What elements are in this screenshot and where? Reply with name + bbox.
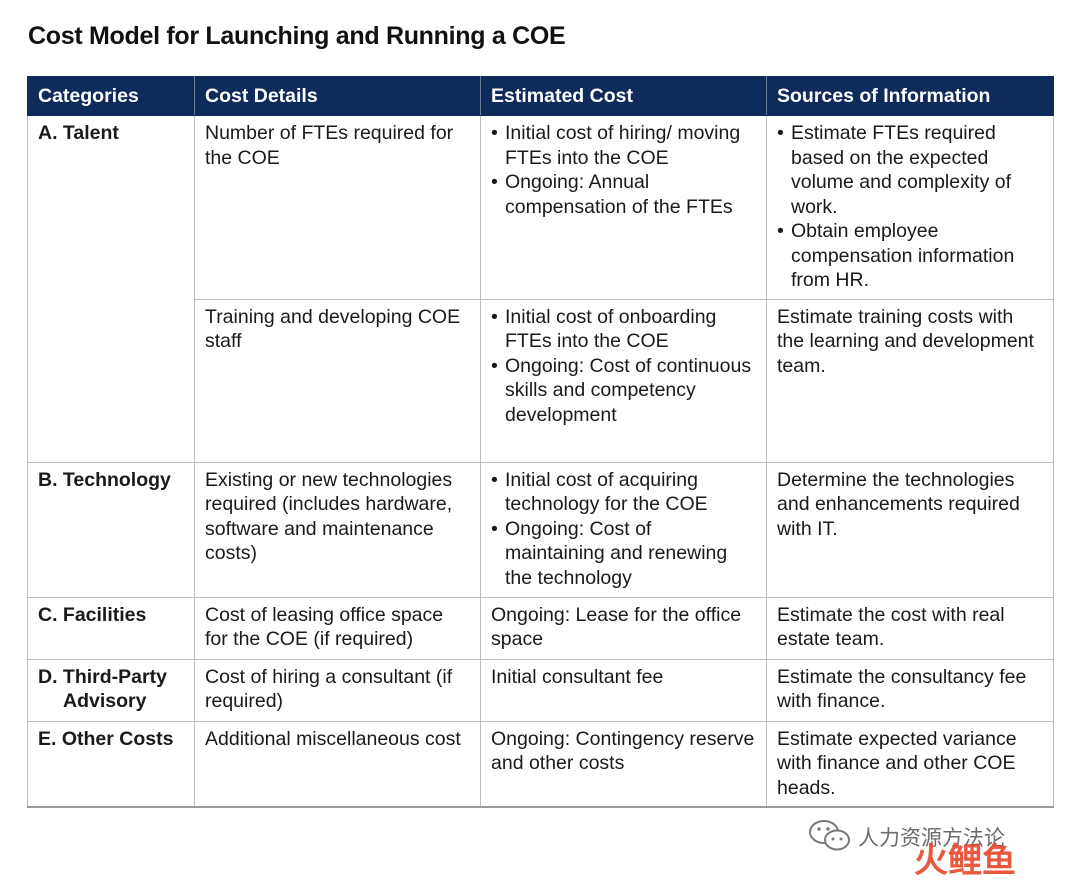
cost-details-cell: Cost of hiring a consultant (if required… bbox=[194, 658, 481, 722]
category-cell: A. Talent bbox=[27, 115, 195, 463]
table-row: A. Talent Number of FTEs required for th… bbox=[27, 115, 1054, 463]
table-row: D. Third-Party Advisory Cost of hiring a… bbox=[27, 658, 1054, 722]
list-item: Initial cost of hiring/ moving FTEs into… bbox=[491, 121, 756, 170]
table-row: Training and developing COE staff Initia… bbox=[28, 298, 1054, 463]
category-cell: E. Other Costs bbox=[27, 720, 195, 808]
cost-details-cell: Training and developing COE staff bbox=[194, 298, 481, 463]
cost-details-cell: Cost of leasing office space for the COE… bbox=[194, 596, 481, 660]
sources-cell: Estimate training costs with the learnin… bbox=[766, 298, 1054, 463]
watermark: 人力资源方法论 bbox=[808, 816, 1058, 856]
header-estimated-cost: Estimated Cost bbox=[480, 76, 767, 116]
estimated-cost-cell: Initial cost of onboarding FTEs into the… bbox=[480, 298, 767, 463]
cost-details-cell: Number of FTEs required for the COE bbox=[194, 115, 481, 300]
estimated-cost-cell: Initial consultant fee bbox=[480, 658, 767, 722]
sources-cell: Estimate the cost with real estate team. bbox=[766, 596, 1054, 660]
category-cell: C. Facilities bbox=[27, 596, 195, 660]
estimated-cost-cell: Initial cost of hiring/ moving FTEs into… bbox=[480, 115, 767, 300]
sources-cell: Determine the technologies and enhanceme… bbox=[766, 461, 1054, 598]
category-line: D. Third-Party bbox=[38, 665, 167, 688]
cost-model-table: Categories Cost Details Estimated Cost S… bbox=[27, 76, 1054, 808]
cost-details-cell: Existing or new technologies required (i… bbox=[194, 461, 481, 598]
brand-logo-text: 火鲤鱼 bbox=[914, 841, 1016, 880]
list-item: Obtain employee compensation information… bbox=[777, 219, 1043, 293]
category-cell: D. Third-Party Advisory bbox=[27, 658, 195, 722]
page-title: Cost Model for Launching and Running a C… bbox=[28, 22, 566, 50]
cost-details-cell: Additional miscellaneous cost bbox=[194, 720, 481, 808]
estimated-cost-cell: Ongoing: Contingency reserve and other c… bbox=[480, 720, 767, 808]
list-item: Ongoing: Annual compensation of the FTEs bbox=[491, 170, 756, 219]
category-line: Advisory bbox=[63, 690, 147, 712]
table-header-row: Categories Cost Details Estimated Cost S… bbox=[27, 76, 1054, 116]
category-cell: B. Technology bbox=[27, 461, 195, 598]
list-item: Ongoing: Cost of continuous skills and c… bbox=[491, 354, 756, 428]
table-row: E. Other Costs Additional miscellaneous … bbox=[27, 720, 1054, 808]
list-item: Initial cost of acquiring technology for… bbox=[491, 468, 756, 517]
table-row: B. Technology Existing or new technologi… bbox=[27, 461, 1054, 598]
header-sources: Sources of Information bbox=[766, 76, 1054, 116]
estimated-cost-cell: Ongoing: Lease for the office space bbox=[480, 596, 767, 660]
sources-cell: Estimate expected variance with finance … bbox=[766, 720, 1054, 808]
list-item: Ongoing: Cost of maintaining and renewin… bbox=[491, 517, 756, 591]
table-row: C. Facilities Cost of leasing office spa… bbox=[27, 596, 1054, 660]
header-cost-details: Cost Details bbox=[194, 76, 481, 116]
wechat-icon bbox=[809, 820, 850, 851]
sources-cell: Estimate FTEs required based on the expe… bbox=[766, 115, 1054, 300]
brand-logo: 火鲤鱼 bbox=[914, 841, 1016, 880]
list-item: Initial cost of onboarding FTEs into the… bbox=[491, 305, 756, 354]
estimated-cost-cell: Initial cost of acquiring technology for… bbox=[480, 461, 767, 598]
header-categories: Categories bbox=[27, 76, 195, 116]
watermark-text: 人力资源方法论 bbox=[858, 826, 1005, 850]
list-item: Estimate FTEs required based on the expe… bbox=[777, 121, 1043, 219]
sources-cell: Estimate the consultancy fee with financ… bbox=[766, 658, 1054, 722]
